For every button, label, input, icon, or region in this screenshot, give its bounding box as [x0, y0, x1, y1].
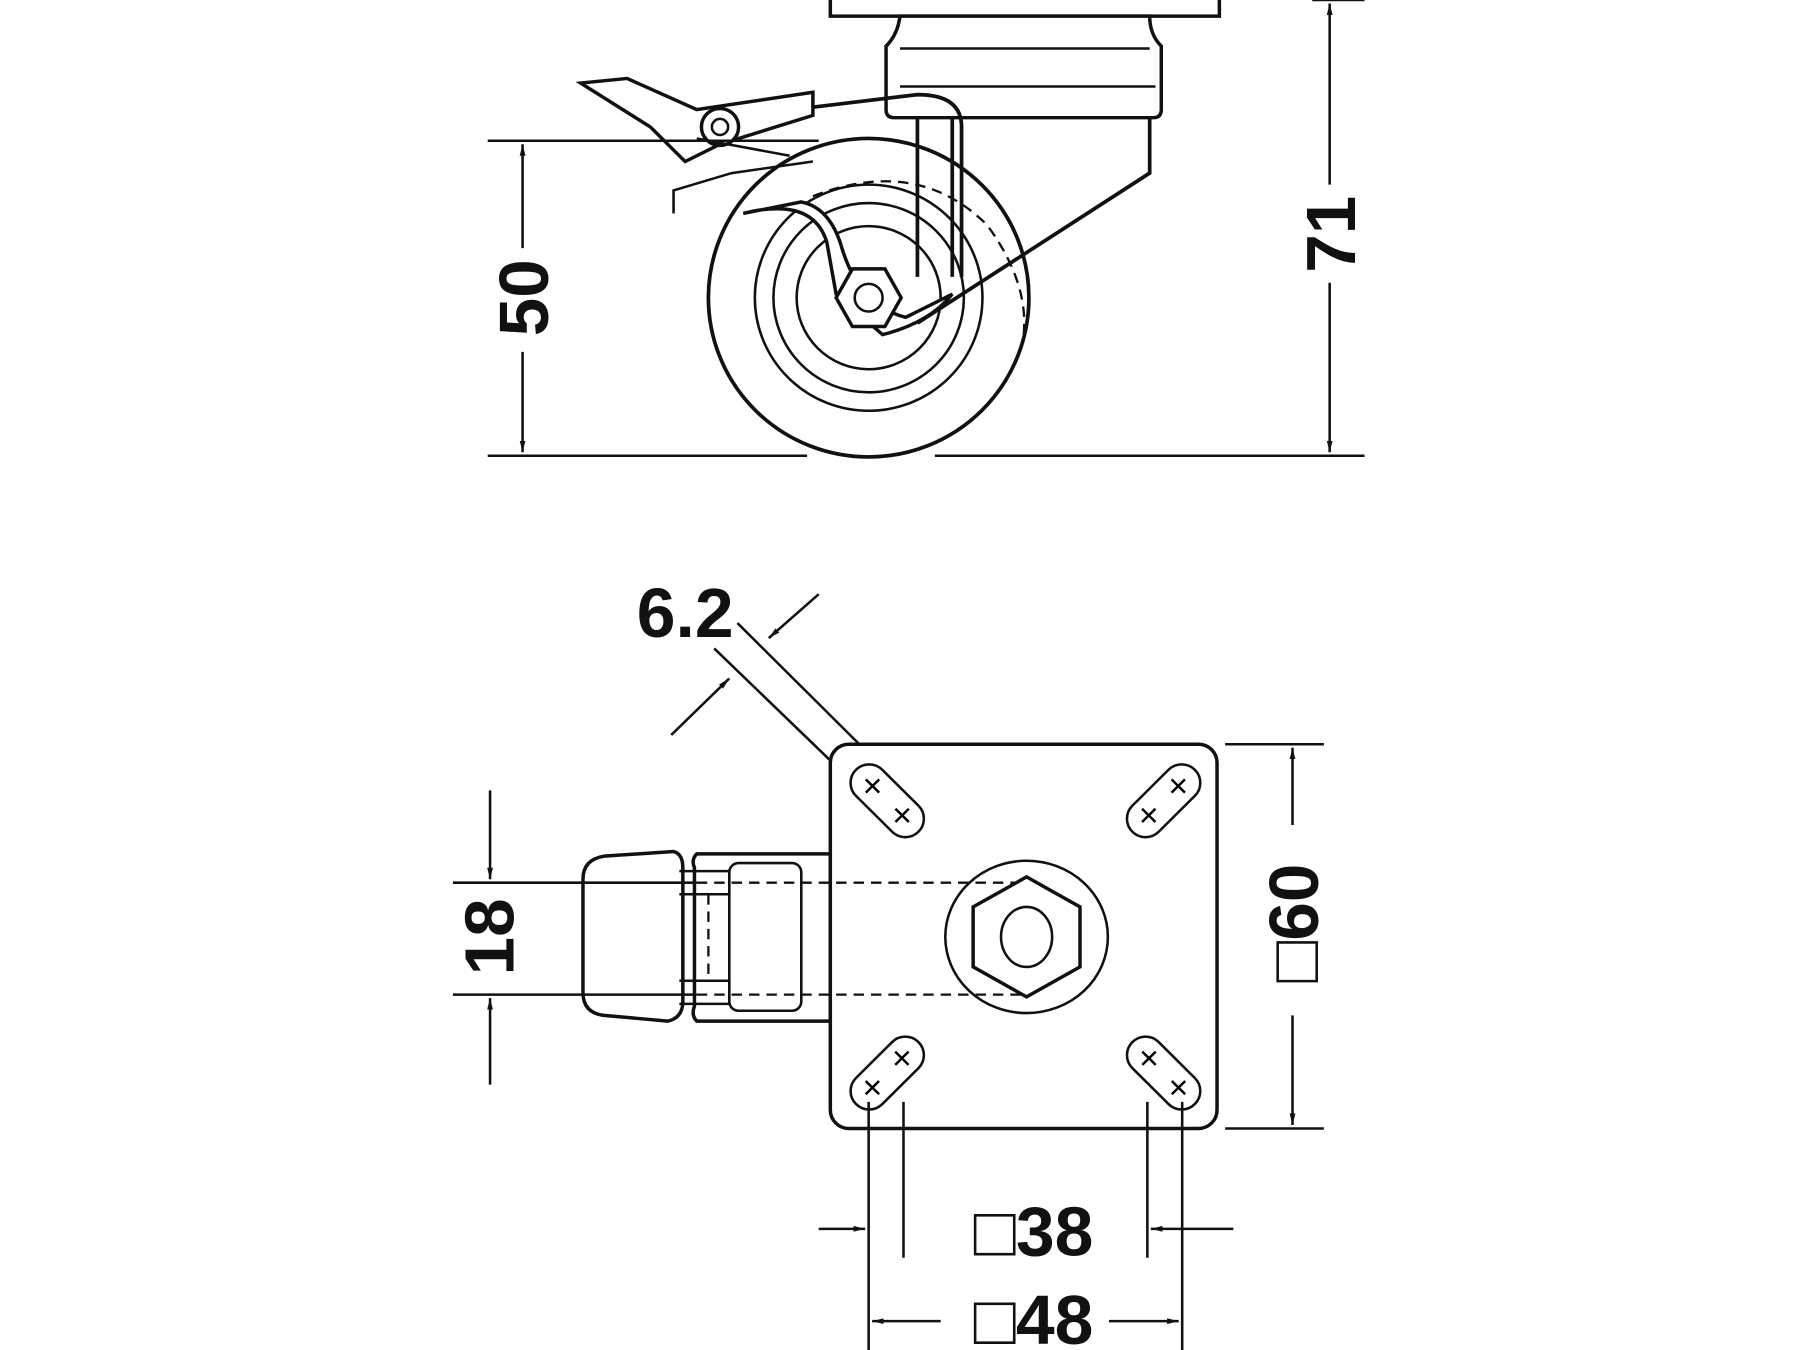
side-view: 50 71 — [485, 0, 1370, 459]
swivel-bearing — [944, 859, 1110, 1015]
dim-48-label: □48 — [974, 1281, 1094, 1350]
dim-38-label: □38 — [974, 1193, 1094, 1271]
dim-18-label: 18 — [450, 898, 528, 975]
top-plate — [828, 0, 1222, 18]
wheel-rim — [772, 201, 966, 394]
brake-lever — [575, 76, 815, 164]
swivel-housing — [884, 14, 1164, 120]
fork-arm — [696, 92, 964, 277]
plan-view: ++ ++ ++ ++ 6.2 18 □60 □38 □48 — [450, 574, 1333, 1350]
brake-pedal — [581, 849, 685, 1023]
dim-60-label: □60 — [1255, 864, 1333, 983]
dim-71-label: 71 — [1292, 196, 1370, 273]
wheel-tread — [753, 183, 984, 413]
dim-6-2-label: 6.2 — [637, 574, 734, 652]
dim-50-label: 50 — [485, 259, 563, 336]
kingpin-nut-icon — [971, 874, 1082, 999]
wheel-hub — [795, 224, 942, 371]
brake-bracket — [691, 852, 833, 1023]
fork-leg — [742, 200, 954, 337]
axle-nut-icon — [834, 267, 904, 329]
wheel-outer — [706, 136, 1031, 459]
